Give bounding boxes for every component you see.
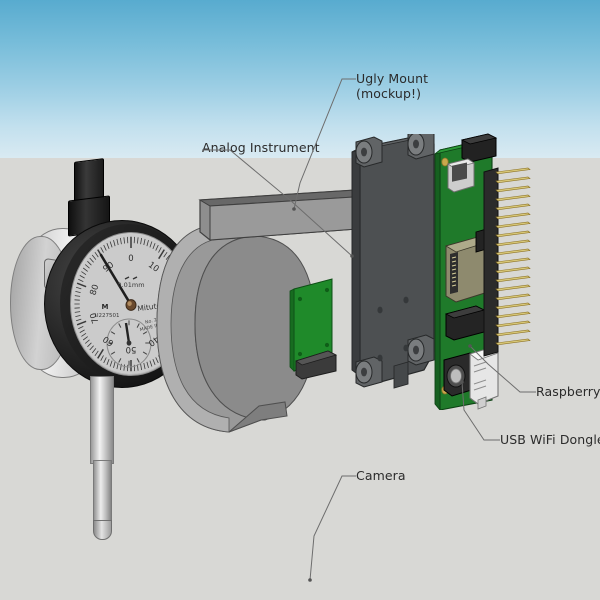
svg-text:90: 90 (101, 260, 116, 274)
label-ugly-mount: Ugly Mount (mockup!) (356, 71, 429, 101)
label-raspberry-pi: Raspberry PI (536, 384, 600, 399)
label-camera: Camera (356, 468, 406, 483)
dial-contact-tip (93, 520, 112, 540)
svg-text:70: 70 (89, 311, 102, 324)
svg-text:U227501: U227501 (94, 313, 119, 319)
part-camera (288, 275, 340, 380)
part-raspberry-pi (432, 132, 542, 410)
label-analog-instrument: Analog Instrument (202, 140, 320, 155)
svg-text:80: 80 (89, 283, 102, 296)
svg-text:60: 60 (101, 333, 116, 347)
svg-text:M: M (102, 303, 109, 311)
svg-text:0: 0 (128, 254, 133, 264)
svg-text:0.01mm: 0.01mm (117, 281, 144, 289)
label-usb-wifi-dongle: USB WiFi Dongle (500, 432, 600, 447)
dial-plunger-lower (93, 460, 112, 526)
part-ugly-mount (338, 134, 448, 396)
part-c-bracket (155, 220, 335, 440)
svg-text:50: 50 (126, 344, 137, 354)
dial-plunger-upper (90, 376, 114, 464)
